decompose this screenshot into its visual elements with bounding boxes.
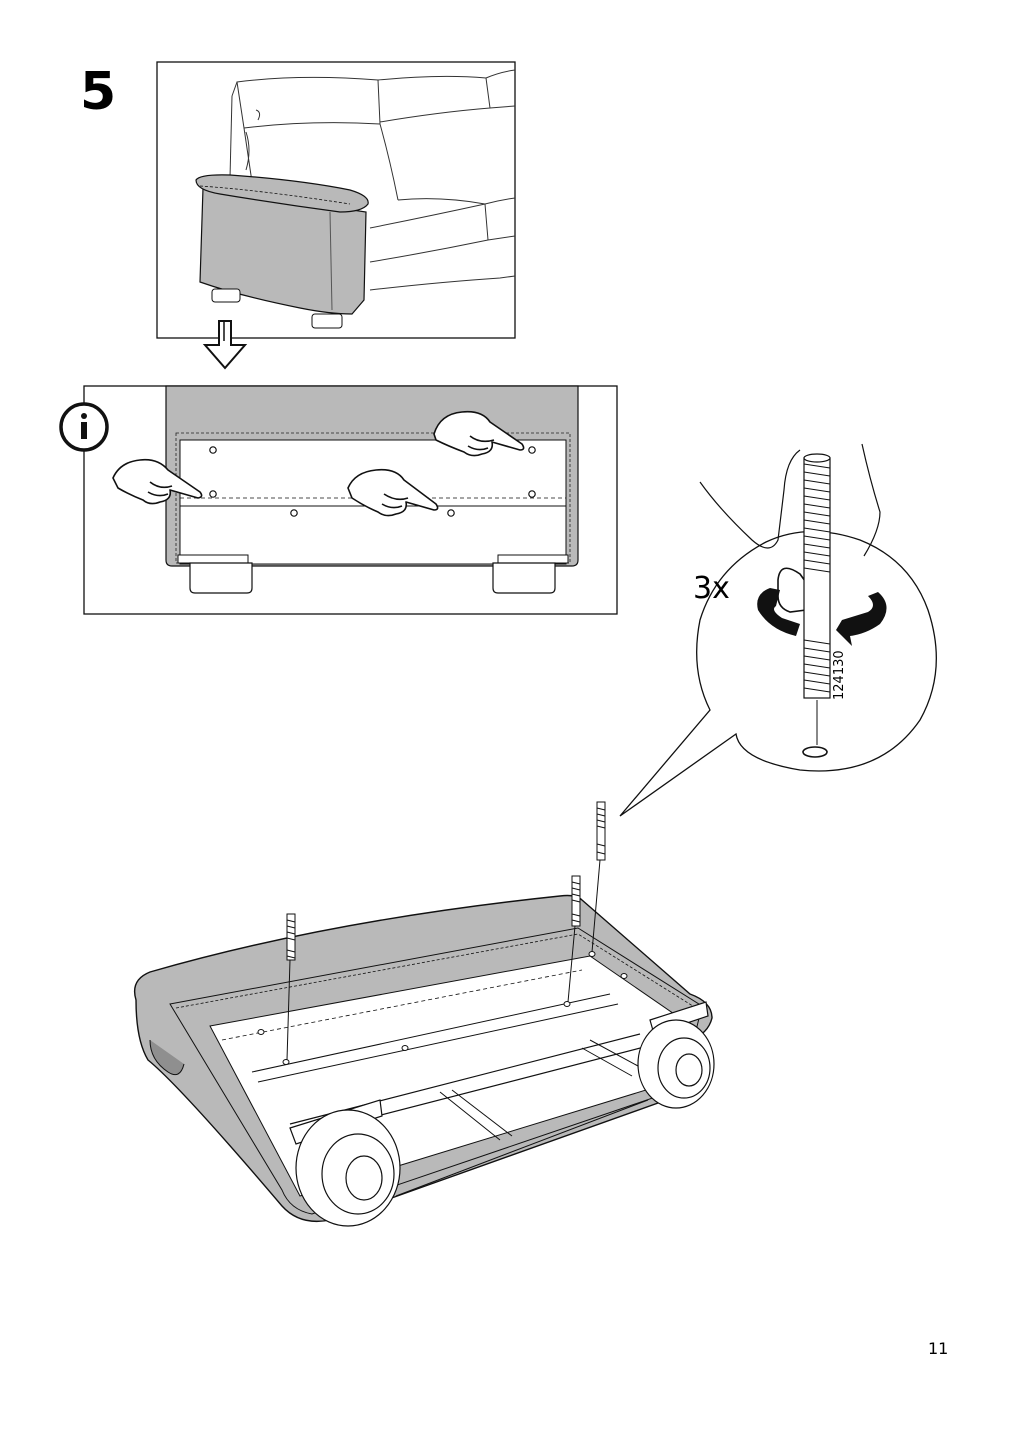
armrest-bottom-panel <box>83 385 618 615</box>
arrow-down-icon <box>202 320 248 370</box>
part-number-label: 124130 <box>832 650 847 700</box>
info-icon <box>59 402 109 452</box>
rotation-quantity-label: 3x <box>693 571 730 606</box>
page-number: 11 <box>928 1339 949 1358</box>
threaded-rod-detail <box>619 443 937 817</box>
pointing-hand-icon <box>112 458 203 505</box>
step-number: 5 <box>80 62 117 122</box>
pointing-hand-icon <box>433 410 525 457</box>
pointing-hand-icon <box>347 468 439 517</box>
armrest-assembly <box>133 801 715 1227</box>
rotate-arrow-icon <box>757 588 887 646</box>
sofa-armrest-panel <box>156 61 516 339</box>
